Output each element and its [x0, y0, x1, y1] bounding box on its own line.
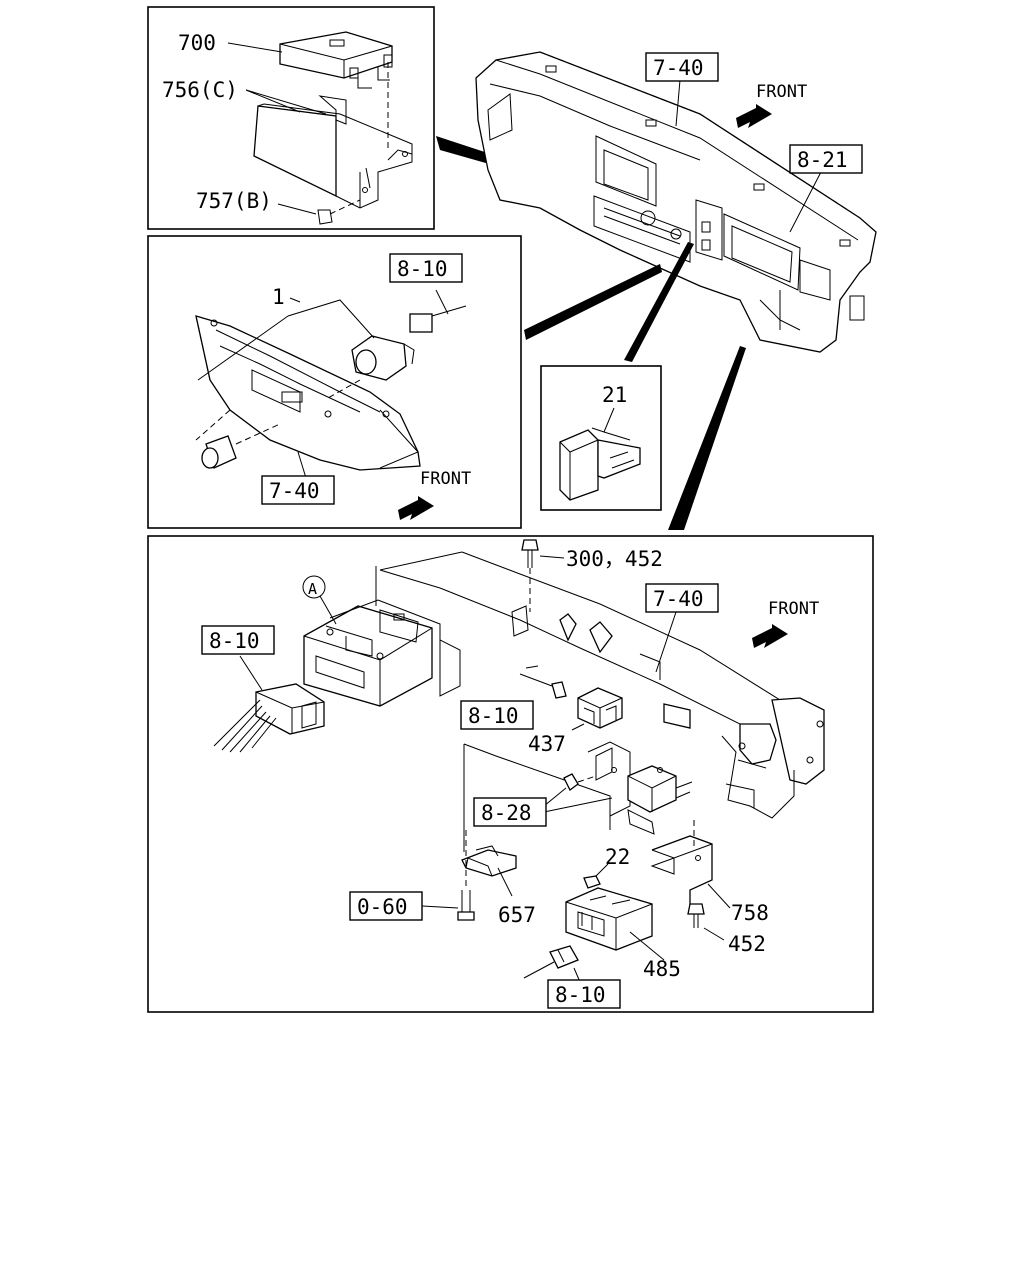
control-module-a — [303, 566, 461, 707]
ref-8-28 — [473, 797, 547, 827]
bracket-758 — [650, 820, 731, 909]
label-485: 485 — [643, 957, 681, 981]
switch-1-lower — [201, 423, 281, 469]
pointer-wedge — [624, 242, 694, 362]
ref-7-40-middle — [261, 475, 335, 505]
ref-8-10-harness — [201, 625, 275, 655]
screw-0-60 — [421, 830, 475, 921]
screw-757 — [317, 199, 361, 225]
pointer-wedge — [524, 264, 662, 340]
label-7-40-bottom: 7-40 — [653, 587, 704, 611]
front-arrow-icon — [752, 624, 788, 648]
label-700: 700 — [178, 31, 216, 55]
harness-connector — [213, 655, 325, 753]
label-452: 452 — [728, 932, 766, 956]
bolt-452 — [687, 903, 725, 941]
label-437: 437 — [528, 732, 566, 756]
connector-bottom-8-10 — [523, 945, 581, 983]
part-22 — [583, 875, 601, 889]
panel-switch-21 — [540, 365, 662, 511]
label-1: 1 — [272, 285, 285, 309]
label-8-10-bottom: 8-10 — [555, 983, 606, 1007]
relay-bracket — [463, 741, 693, 852]
panel-control-unit: 700 756(C) 757(B) — [147, 6, 435, 230]
label-front-dashboard: FRONT — [756, 82, 807, 102]
module-485 — [565, 887, 665, 961]
label-front-middle: FRONT — [420, 469, 471, 489]
panel-frame — [147, 535, 874, 1013]
label-758: 758 — [731, 901, 769, 925]
label-8-21: 8-21 — [797, 148, 848, 172]
front-arrow-icon — [398, 496, 434, 520]
label-8-10-connector: 8-10 — [468, 704, 519, 728]
label-22: 22 — [605, 845, 630, 869]
label-0-60: 0-60 — [357, 895, 408, 919]
ref-7-40-dashboard — [645, 52, 719, 82]
label-8-28: 8-28 — [481, 801, 532, 825]
label-front-bottom: FRONT — [768, 599, 819, 619]
bracket-756 — [253, 62, 413, 209]
label-657: 657 — [498, 903, 536, 927]
label-757b: 757(B) — [196, 189, 272, 213]
bolt-300-452 — [521, 539, 565, 612]
pointer-wedge — [668, 346, 746, 530]
label-300-452: 300，452 — [566, 547, 663, 571]
label-21: 21 — [602, 383, 627, 407]
front-arrow-icon — [736, 104, 772, 128]
panel-frame — [540, 365, 662, 511]
dashboard-assembly — [475, 51, 877, 353]
label-756c: 756(C) — [162, 78, 238, 102]
callout-circle-a — [302, 575, 326, 599]
ref-8-10-connector — [460, 700, 534, 730]
switch-21 — [559, 427, 641, 501]
control-unit-700 — [279, 31, 393, 89]
ref-8-10-bottom — [547, 979, 621, 1009]
connector-pin-8-10 — [551, 681, 567, 699]
connector-437 — [571, 687, 623, 731]
panel-mounting-assembly — [147, 535, 874, 1013]
panel-frame — [147, 6, 435, 230]
label-7-40-dashboard: 7-40 — [653, 56, 704, 80]
crossmember-beam — [379, 551, 825, 819]
panel-frame — [147, 235, 522, 529]
bracket-657 — [461, 845, 517, 897]
label-7-40-middle: 7-40 — [269, 479, 320, 503]
ref-0-60 — [349, 891, 423, 921]
ref-8-10-middle — [389, 253, 463, 283]
ref-8-21 — [789, 144, 863, 174]
label-circle-a: A — [308, 580, 317, 598]
connector-8-10 — [409, 313, 433, 333]
label-8-10-harness: 8-10 — [209, 629, 260, 653]
ref-7-40-bottom — [645, 583, 719, 613]
label-8-10-middle: 8-10 — [397, 257, 448, 281]
panel-switch-cluster — [147, 235, 522, 529]
